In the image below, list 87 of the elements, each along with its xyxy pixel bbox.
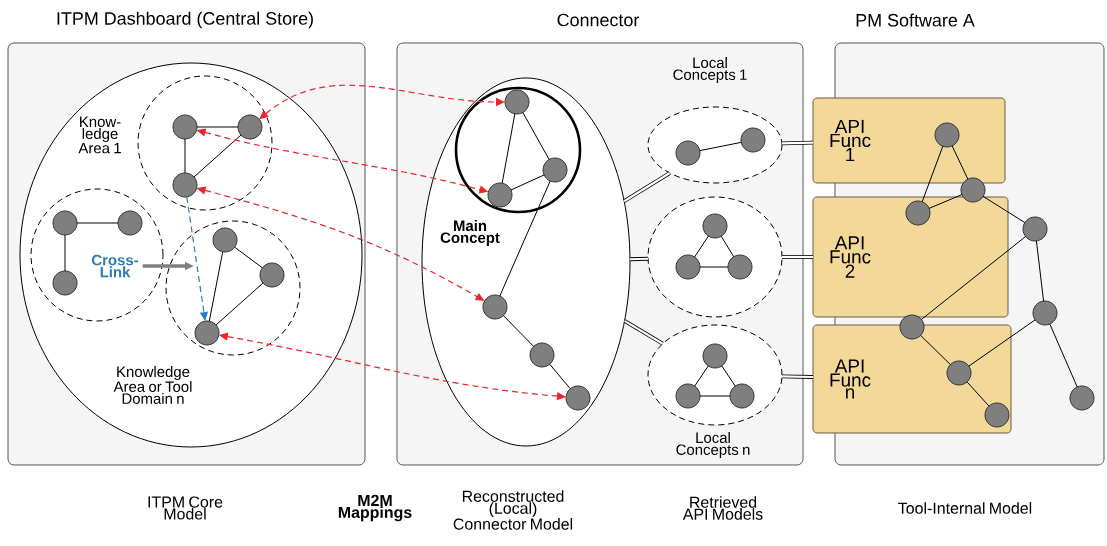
connector-line	[694, 235, 709, 258]
graph-node	[729, 383, 755, 409]
connector-line	[694, 365, 709, 387]
connector-line	[966, 381, 990, 407]
cross-link-label: Cross- Link	[91, 254, 139, 278]
graph-node	[905, 200, 931, 226]
double-line	[623, 319, 664, 346]
area-label: Know- ledge Area 1	[78, 116, 121, 154]
graph-node	[675, 254, 701, 280]
connector-line	[215, 282, 264, 326]
panel-title: ITPM Dashboard (Central Store)	[57, 11, 313, 29]
graph-node	[237, 114, 263, 140]
api-box: API Func 2	[812, 196, 1009, 318]
graph-node	[1032, 300, 1058, 326]
caption-label: ITPM Core Model	[148, 496, 223, 520]
connector-line	[699, 395, 731, 397]
graph-node	[702, 343, 728, 369]
connector-line	[951, 145, 969, 180]
connector-line	[982, 195, 1026, 224]
caption-label: M2M Mappings	[338, 494, 412, 522]
area-label: Main Concept	[440, 220, 500, 246]
graph-node	[117, 210, 143, 236]
graph-node	[565, 385, 591, 411]
graph-node	[542, 157, 568, 183]
connector-line	[720, 235, 735, 258]
connector-line	[234, 246, 263, 269]
connector-line	[928, 194, 963, 209]
panel-title: PM Software A	[856, 13, 975, 27]
connector-line	[501, 113, 516, 184]
graph-node	[482, 294, 508, 320]
area-label: Local Concepts 1	[673, 57, 747, 83]
graph-node	[52, 270, 78, 296]
graph-node	[52, 210, 78, 236]
connector-line	[193, 134, 242, 178]
connector-line	[196, 126, 239, 128]
connector-line	[76, 222, 119, 224]
graph-node	[934, 122, 960, 148]
panel-title: Connector	[557, 13, 640, 27]
graph-node	[212, 227, 238, 253]
connector-line	[549, 363, 571, 390]
graph-node	[259, 262, 285, 288]
connector-line	[184, 138, 186, 174]
area-label: Local Concepts n	[676, 432, 750, 458]
graph-node	[727, 254, 753, 280]
connector-line	[1035, 240, 1045, 302]
graph-node	[172, 114, 198, 140]
graph-node	[740, 127, 766, 153]
caption-label: Reconstructed (Local) Connector Model	[453, 490, 573, 530]
graph-node	[899, 314, 925, 340]
area-label: Knowledge Area or Tool Domain n	[113, 366, 192, 404]
api-box: API Func n	[812, 324, 1012, 434]
graph-node	[1022, 216, 1048, 242]
connector-line	[721, 365, 736, 387]
graph-node	[194, 320, 220, 346]
connector-line	[208, 251, 224, 322]
double-line	[781, 140, 814, 146]
connector-line	[920, 235, 1027, 320]
graph-node	[487, 182, 513, 208]
connector-line	[502, 315, 535, 347]
caption-label: Retrieved API Models	[682, 496, 763, 520]
graph-node	[504, 89, 530, 115]
double-line	[623, 171, 671, 203]
graph-node	[702, 213, 728, 239]
caption-label: Tool-Internal Model	[898, 502, 1032, 514]
connector-line	[510, 174, 545, 191]
ellipse	[421, 77, 631, 447]
graph-node	[675, 140, 701, 166]
connector-line	[921, 145, 944, 203]
connector-line	[1049, 323, 1078, 388]
double-line	[629, 256, 649, 262]
connector-line	[64, 234, 66, 272]
graph-node	[946, 360, 972, 386]
connector-line	[968, 319, 1036, 367]
double-line	[782, 255, 813, 259]
connector-line	[522, 111, 550, 160]
double-line	[781, 374, 814, 379]
graph-node	[960, 177, 986, 203]
connector-line	[699, 141, 742, 152]
graph-node	[172, 172, 198, 198]
connector-line	[920, 334, 951, 366]
api-box: API Func 1	[812, 97, 1006, 184]
connector-line	[499, 180, 551, 297]
graph-node	[984, 402, 1010, 428]
connector-line	[699, 266, 729, 268]
graph-node	[675, 383, 701, 409]
graph-node	[1069, 385, 1095, 411]
graph-node	[529, 342, 555, 368]
